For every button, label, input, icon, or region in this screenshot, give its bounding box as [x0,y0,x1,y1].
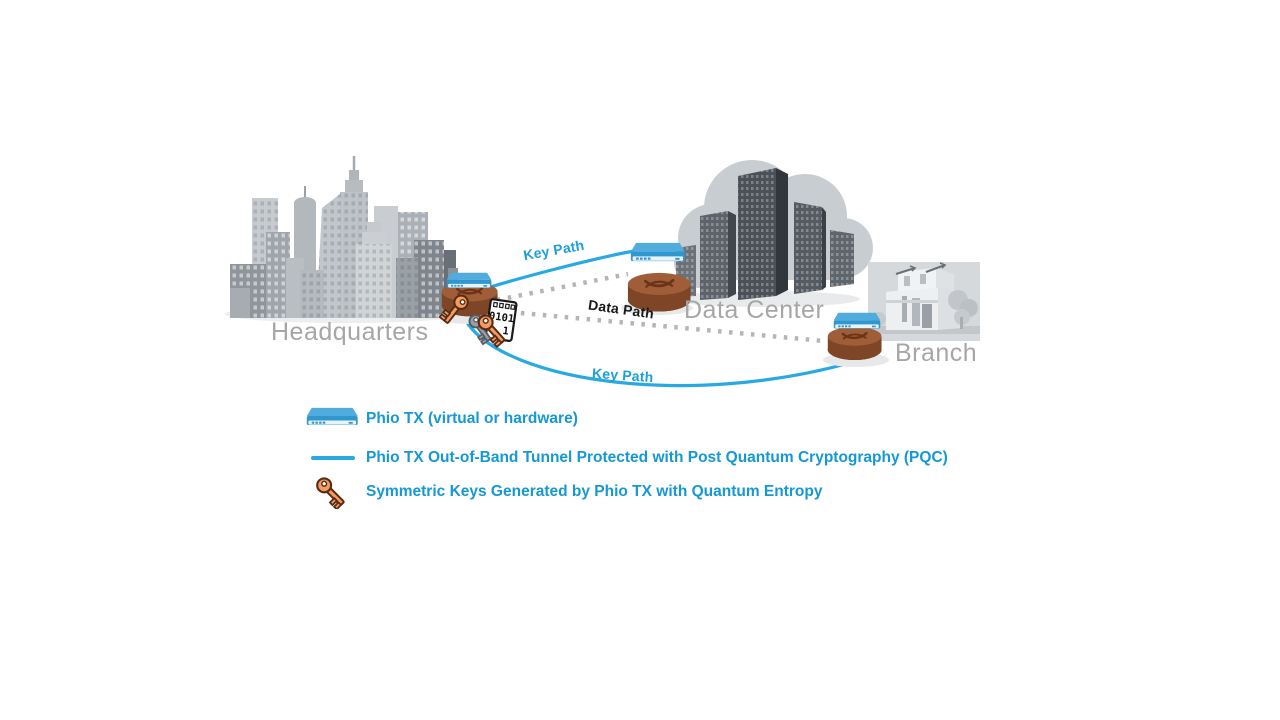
server-racks [670,168,860,307]
phio-tx-device-icon [306,407,358,426]
symmetric-key-icon [315,475,349,509]
legend-row-device: Phio TX (virtual or hardware) [300,402,578,436]
legend-keys-label: Symmetric Keys Generated by Phio TX with… [366,483,823,500]
binary-card-line1: 0101 [488,310,515,325]
headquarters-label: Headquarters [271,318,429,346]
legend-tunnel-label: Phio TX Out-of-Band Tunnel Protected wit… [366,449,948,466]
branch-label: Branch [895,339,978,367]
city-skyline-headquarters [225,156,465,323]
legend-row-keys: Symmetric Keys Generated by Phio TX with… [300,475,823,509]
pqc-tunnel-line-icon [311,456,355,460]
legend-device-label: Phio TX (virtual or hardware) [366,410,578,427]
key-path-line-hq-dc [485,249,636,290]
legend-row-tunnel: Phio TX Out-of-Band Tunnel Protected wit… [300,441,948,475]
datacenter-phio-tx-node [621,242,693,315]
binary-card-line2: 1 [502,325,510,338]
data-center-label: Data Center [684,296,825,324]
key-path-line-hq-branch [466,322,855,388]
data-path-line-hq-dc [496,271,629,303]
branch-phio-tx-node [823,312,889,367]
branch-building-image [868,262,980,341]
